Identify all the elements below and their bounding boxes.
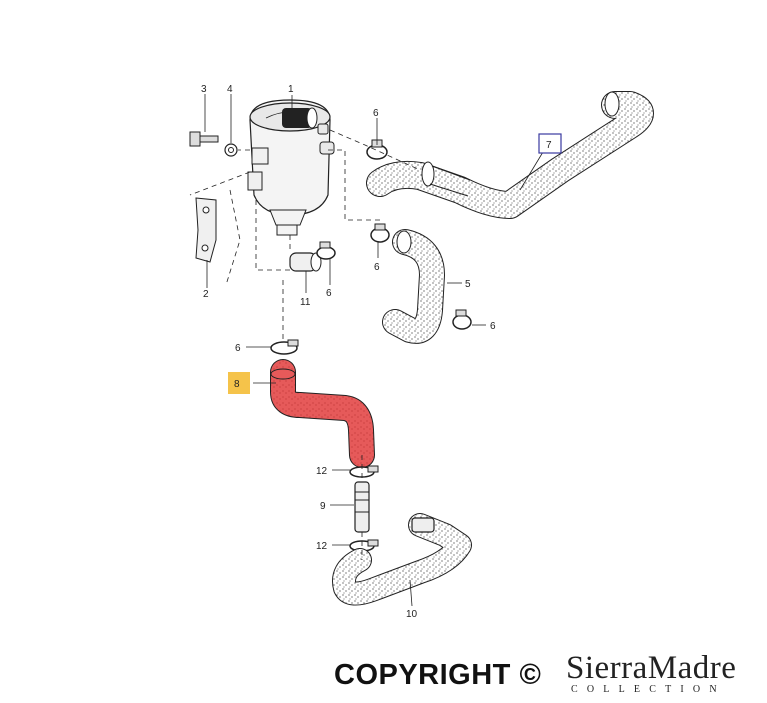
assembly-dash-6 — [255, 200, 290, 271]
clamp-12-top — [349, 465, 379, 478]
label-part-9: 9 — [320, 501, 326, 512]
label-part-6e: 6 — [235, 343, 241, 354]
label-part-6d: 6 — [490, 321, 496, 332]
label-part-6c: 6 — [326, 288, 332, 299]
sleeve-11 — [289, 252, 322, 272]
label-part-7: 7 — [546, 140, 552, 151]
label-part-8: 8 — [234, 379, 240, 390]
label-part-6a: 6 — [373, 108, 379, 119]
label-part-2: 2 — [203, 289, 209, 300]
part-7-box — [538, 133, 562, 154]
part-8-highlight-box — [228, 372, 250, 394]
assembly-dash-2 — [329, 129, 421, 171]
assembly-dash-4 — [189, 171, 251, 196]
bolt-3 — [189, 131, 219, 147]
clamp-6-mid — [370, 223, 390, 243]
label-part-4: 4 — [227, 84, 233, 95]
label-part-1: 1 — [288, 84, 294, 95]
label-part-10: 10 — [406, 609, 418, 620]
label-part-11: 11 — [300, 297, 311, 308]
label-part-3: 3 — [201, 84, 207, 95]
hose-8-highlighted[interactable] — [270, 359, 375, 468]
hose-5 — [382, 229, 445, 344]
copyright-notice: COPYRIGHT © — [334, 659, 542, 691]
clamp-6-low — [316, 241, 336, 260]
assembly-dash-7 — [225, 189, 241, 286]
canister-1 — [247, 99, 335, 236]
washer-4 — [224, 143, 238, 157]
hose-10 — [332, 513, 472, 606]
clamp-6-right — [452, 309, 472, 330]
brand-subtitle: COLLECTION — [571, 684, 726, 695]
clamp-6-left — [270, 339, 299, 355]
label-part-5: 5 — [465, 279, 471, 290]
bracket-2 — [195, 197, 217, 263]
hose-7 — [366, 91, 654, 219]
label-part-6b: 6 — [374, 262, 380, 273]
label-part-12b: 12 — [316, 541, 328, 552]
label-part-12a: 12 — [316, 466, 328, 477]
connector-9 — [354, 481, 370, 533]
brand-logo: SierraMadre — [566, 650, 737, 686]
